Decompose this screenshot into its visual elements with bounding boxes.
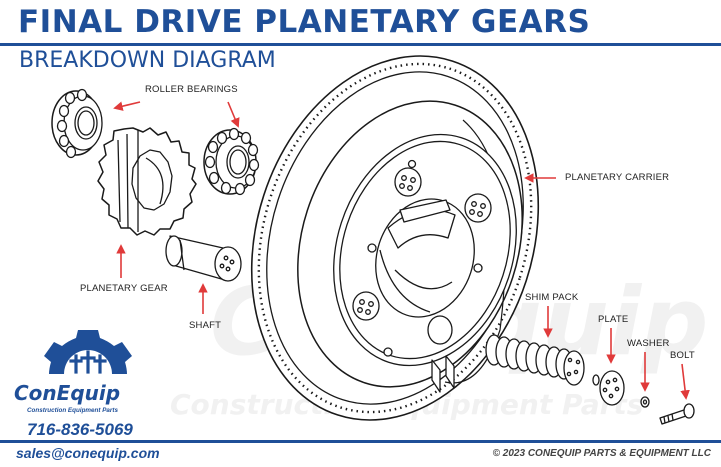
- planetary-carrier: [250, 55, 540, 421]
- washer: [640, 396, 650, 408]
- carrier-pin-holes: [352, 159, 492, 357]
- plate: [592, 370, 625, 406]
- label-shim-pack: SHIM PACK: [525, 292, 579, 303]
- arrow-bolt: [680, 363, 690, 400]
- header-rule: [0, 43, 721, 46]
- page-title: FINAL DRIVE PLANETARY GEARS: [18, 4, 591, 40]
- gear-with-crosses-icon: [44, 330, 132, 374]
- label-planetary-carrier: PLANETARY CARRIER: [565, 172, 670, 183]
- callout-arrows: [113, 101, 690, 400]
- brand-email: sales@conequip.com: [16, 445, 160, 461]
- brand-logo-text: ConEquip: [14, 381, 121, 405]
- label-shaft: SHAFT: [189, 320, 222, 331]
- brand-tagline: Construction Equipment Parts: [27, 407, 118, 414]
- label-bolt: BOLT: [670, 350, 695, 361]
- footer-rule: [0, 440, 721, 443]
- roller-bearing-left: [51, 88, 103, 159]
- shim-pack: [485, 334, 585, 386]
- page-subtitle: BREAKDOWN DIAGRAM: [19, 48, 276, 73]
- arrow-roller-bearing-left: [113, 101, 141, 111]
- roller-bearing-right: [203, 127, 260, 196]
- planetary-gear: [97, 127, 197, 236]
- label-washer: WASHER: [627, 338, 670, 349]
- bolt: [659, 403, 695, 425]
- arrow-roller-bearing-right: [227, 101, 240, 128]
- copyright-notice: © 2023 CONEQUIP PARTS & EQUIPMENT LLC: [492, 448, 711, 459]
- shaft: [165, 235, 242, 282]
- label-plate: PLATE: [598, 314, 629, 325]
- label-planetary-gear: PLANETARY GEAR: [80, 283, 168, 294]
- brand-phone: 716-836-5069: [27, 420, 133, 439]
- label-roller-bearings: ROLLER BEARINGS: [145, 84, 238, 95]
